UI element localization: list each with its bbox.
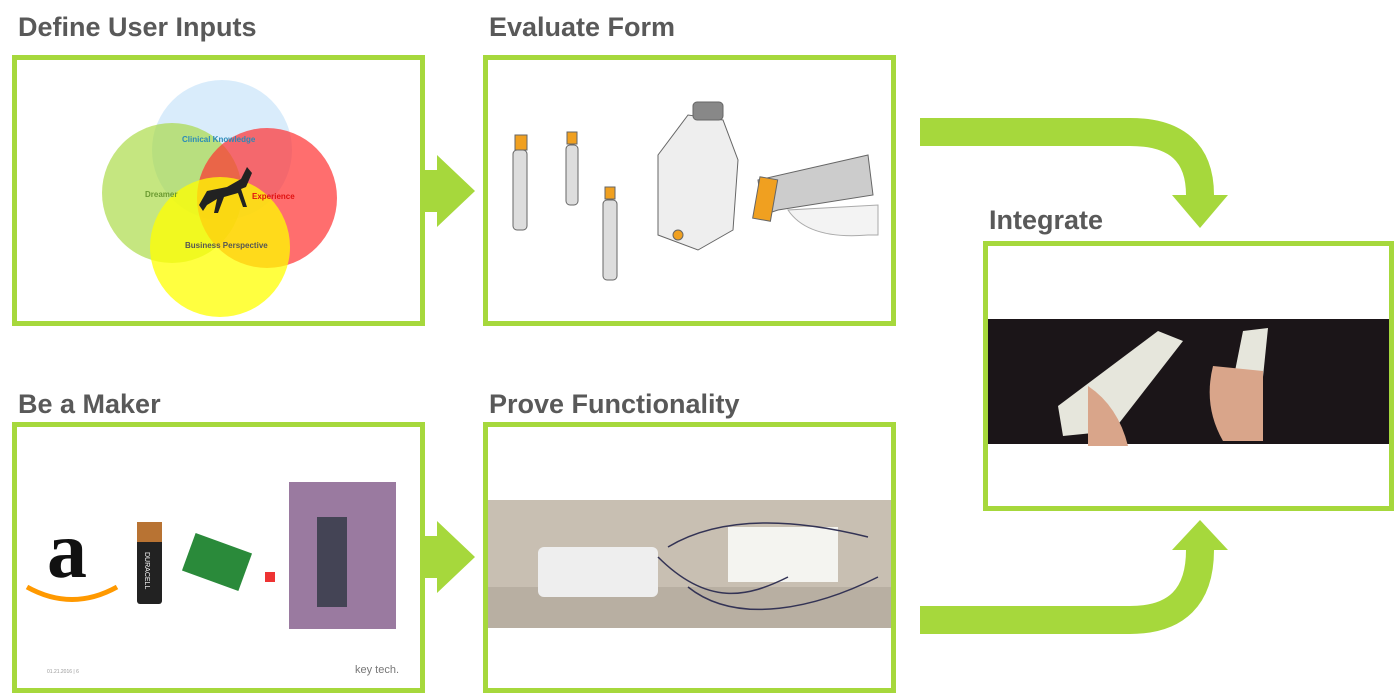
title-evaluate-form: Evaluate Form (489, 12, 676, 42)
title-prove-functionality: Prove Functionality (489, 389, 740, 419)
venn-label-dreamer: Dreamer (145, 190, 178, 199)
handheld-prototype-photo (988, 319, 1389, 446)
title-be-a-maker: Be a Maker (18, 389, 161, 419)
title-integrate: Integrate (989, 205, 1104, 235)
venn-diagram (102, 80, 337, 317)
keytech-logo: key tech. (355, 664, 400, 676)
venn-label-business: Business Perspective (185, 241, 268, 250)
panel-integrate (983, 241, 1394, 511)
svg-text:DURACELL: DURACELL (143, 552, 150, 589)
panel-define-user-inputs: Clinical Knowledge Dreamer Experience Bu… (12, 55, 425, 326)
panel-be-a-maker: a DURACELL 01.21.2016 | 6 key tech. (12, 422, 425, 693)
amazon-logo: a (47, 507, 87, 595)
unicorn-icon (199, 167, 252, 213)
panel-prove-functionality (483, 422, 896, 693)
device-sketches (512, 101, 879, 281)
title-define-user-inputs: Define User Inputs (18, 12, 257, 42)
panel-evaluate-form (483, 55, 896, 326)
prototype-photo (488, 500, 891, 628)
curved-arrow-bottom (920, 549, 1214, 634)
venn-label-experience: Experience (252, 192, 295, 201)
curved-arrow-top (920, 118, 1214, 196)
footer-date: 01.21.2016 | 6 (47, 669, 79, 675)
venn-label-clinical: Clinical Knowledge (182, 135, 256, 144)
maker-images: a DURACELL (25, 482, 396, 629)
